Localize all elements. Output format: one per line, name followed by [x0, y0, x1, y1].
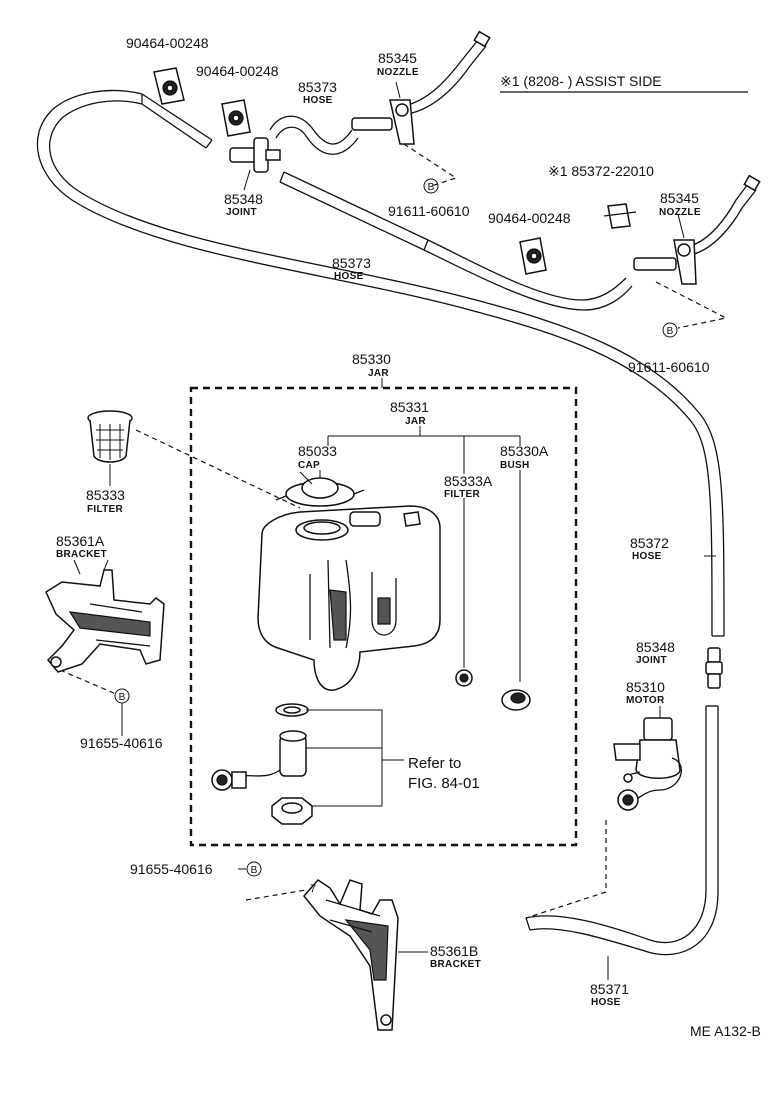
reference-line-2: FIG. 84-01	[408, 775, 480, 792]
nut-drawing	[271, 797, 313, 825]
label-nozzle-right-number: 85345	[660, 190, 699, 206]
figure-code: ME A132-B	[690, 1023, 761, 1039]
washer-drawing	[275, 703, 309, 717]
label-motor-number: 85310	[626, 679, 665, 695]
label-nozzle-left-name: NOZZLE	[377, 67, 419, 78]
reference-line-1: Refer to	[408, 755, 461, 772]
label-hose-mid-number: 85373	[332, 255, 371, 271]
filter-leader	[135, 429, 301, 509]
screw-right-leader	[655, 281, 728, 329]
label-screw-right-number: 91611-60610	[628, 359, 710, 375]
filter-drawing	[87, 410, 133, 486]
label-bush-number: 85330A	[500, 443, 549, 459]
bolt-symbol-left: B	[428, 182, 435, 193]
motor-leader	[525, 820, 607, 919]
label-bracket-b-number: 85361B	[430, 943, 478, 959]
nozzle-left-drawing	[351, 30, 491, 145]
hose-short-drawing	[141, 93, 213, 149]
label-joint-lower-name: JOINT	[636, 655, 667, 666]
screw-left-leader	[403, 143, 458, 187]
label-jar-number: 85331	[390, 399, 429, 415]
label-nozzle-left-number: 85345	[378, 50, 417, 66]
hose-85373-upper-drawing	[269, 115, 359, 155]
label-hose-upper-number: 85373	[298, 79, 337, 95]
label-clip-d-number: 90464-00248	[488, 210, 571, 226]
bolt-symbol-right: B	[667, 326, 674, 337]
label-bush-name: BUSH	[500, 460, 530, 471]
label-hose-lower-name: HOSE	[591, 997, 621, 1008]
clip-a-drawing	[153, 67, 185, 105]
joint-upper-drawing	[229, 137, 281, 173]
label-clip-c-number: ※1 85372-22010	[548, 163, 654, 179]
clip-b-drawing	[221, 99, 251, 137]
label-joint-lower-number: 85348	[636, 639, 675, 655]
label-filter-name: FILTER	[87, 504, 124, 515]
bolt-marker-right: B	[662, 322, 678, 338]
label-hose-long-number: 85372	[630, 535, 669, 551]
bracket-a-drawing	[45, 559, 165, 673]
bracket-mark: 7	[310, 883, 316, 895]
label-bracket-a-number: 85361A	[56, 533, 105, 549]
nozzle-right-drawing	[633, 174, 761, 285]
label-jar-assy-name: JAR	[368, 368, 389, 379]
bush-drawing	[501, 470, 531, 711]
label-screw-bracket-a-number: 91655-40616	[80, 735, 163, 751]
label-hose-upper-name: HOSE	[303, 95, 333, 106]
screw-bracket-a-leader	[59, 669, 117, 695]
bolt-symbol-bracket-b: B	[251, 865, 258, 876]
bolt-marker-left: B	[423, 178, 439, 194]
jar-assembly-box	[189, 386, 578, 847]
label-clip-b-number: 90464-00248	[196, 63, 279, 79]
cap-drawing	[275, 470, 365, 507]
hose-85373-mid-drawing	[279, 171, 633, 311]
label-filter-number: 85333	[86, 487, 125, 503]
clip-c-drawing	[603, 203, 637, 229]
label-joint-upper-number: 85348	[224, 191, 263, 207]
bolt-symbol-bracket-a: B	[119, 692, 126, 703]
label-hose-mid-name: HOSE	[334, 271, 364, 282]
label-screw-left-number: 91611-60610	[388, 203, 470, 219]
label-bracket-a-name: BRACKET	[56, 549, 107, 560]
label-motor-name: MOTOR	[626, 695, 665, 706]
label-jar-assy-number: 85330	[352, 351, 391, 367]
label-clip-a-number: 90464-00248	[126, 35, 209, 51]
inner-filter-drawing	[455, 498, 473, 687]
label-screw-bracket-b-number: 91655-40616	[130, 861, 213, 877]
bracket-b-drawing	[303, 879, 399, 1031]
label-cap-name: CAP	[298, 460, 320, 471]
label-filter-inner-name: FILTER	[444, 489, 481, 500]
hose-85372-drawing	[36, 89, 725, 637]
label-hose-lower-number: 85371	[590, 981, 629, 997]
joint-lower-drawing	[705, 647, 723, 689]
label-nozzle-right-name: NOZZLE	[659, 207, 701, 218]
jar-drawing	[257, 505, 441, 691]
screw-bracket-b-leader	[245, 889, 307, 901]
label-jar-name: JAR	[405, 416, 426, 427]
hose-85371-drawing	[525, 705, 719, 956]
label-joint-upper-name: JOINT	[226, 207, 257, 218]
bolt-marker-bracket-b: B	[246, 861, 262, 877]
label-bracket-b-name: BRACKET	[430, 959, 481, 970]
label-filter-inner-number: 85333A	[444, 473, 493, 489]
clip-d-drawing	[519, 237, 547, 275]
label-cap-number: 85033	[298, 443, 337, 459]
label-hose-long-name: HOSE	[632, 551, 662, 562]
motor-drawing	[613, 717, 682, 811]
bolt-marker-bracket-a: B	[114, 688, 130, 704]
pump-drawing	[211, 730, 307, 791]
assist-side-note: ※1 (8208- ) ASSIST SIDE	[500, 73, 662, 89]
